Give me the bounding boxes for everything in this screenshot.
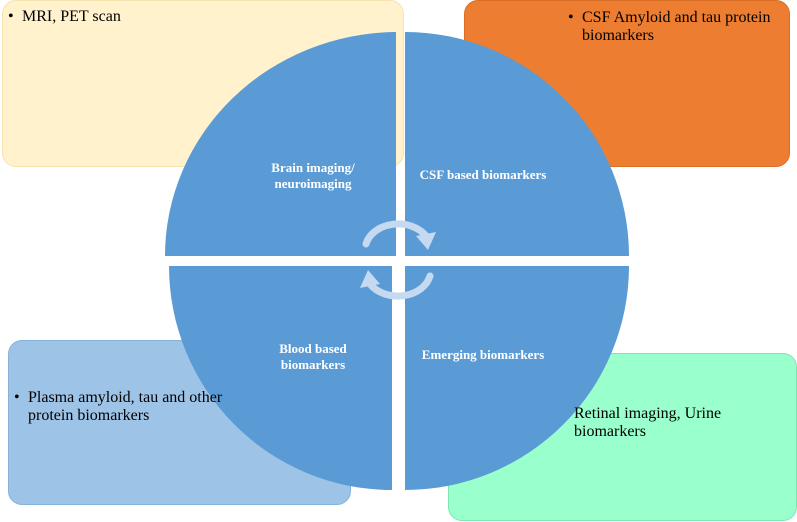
quadrant-label-csf: CSF based biomarkers: [419, 167, 547, 182]
quadrant-label-brain-imaging: Brain imaging/ neuroimaging: [271, 160, 355, 191]
card-text-emerging: Retinal imaging, Urine biomarkers: [574, 405, 722, 440]
quadrant-bottom-right: [405, 266, 629, 490]
quadrant-bottom-left: [169, 266, 392, 490]
card-text-brain-imaging: • MRI, PET scan: [8, 8, 121, 25]
cycle-arrows: [360, 220, 436, 300]
bullet-icon: •: [568, 9, 574, 26]
quadrant-label-blood: Blood based biomarkers: [279, 341, 347, 372]
card-text-blood: • Plasma amyloid, tau and other protein …: [14, 389, 223, 424]
quadrant-label-emerging: Emerging biomarkers: [421, 347, 545, 362]
card-text-csf: • CSF Amyloid and tau protein biomarkers: [568, 9, 771, 44]
quadrant-top-right: [405, 32, 629, 256]
bullet-icon: •: [14, 389, 20, 406]
arrow-top-icon: [362, 220, 430, 248]
quadrant-top-left: [165, 32, 396, 256]
circle-quadrants: [165, 32, 629, 490]
arrow-bottom-icon: [366, 272, 434, 300]
arrow-bottom-head-icon: [360, 270, 380, 288]
bullet-icon: •: [8, 8, 14, 25]
arrow-top-head-icon: [416, 232, 436, 250]
